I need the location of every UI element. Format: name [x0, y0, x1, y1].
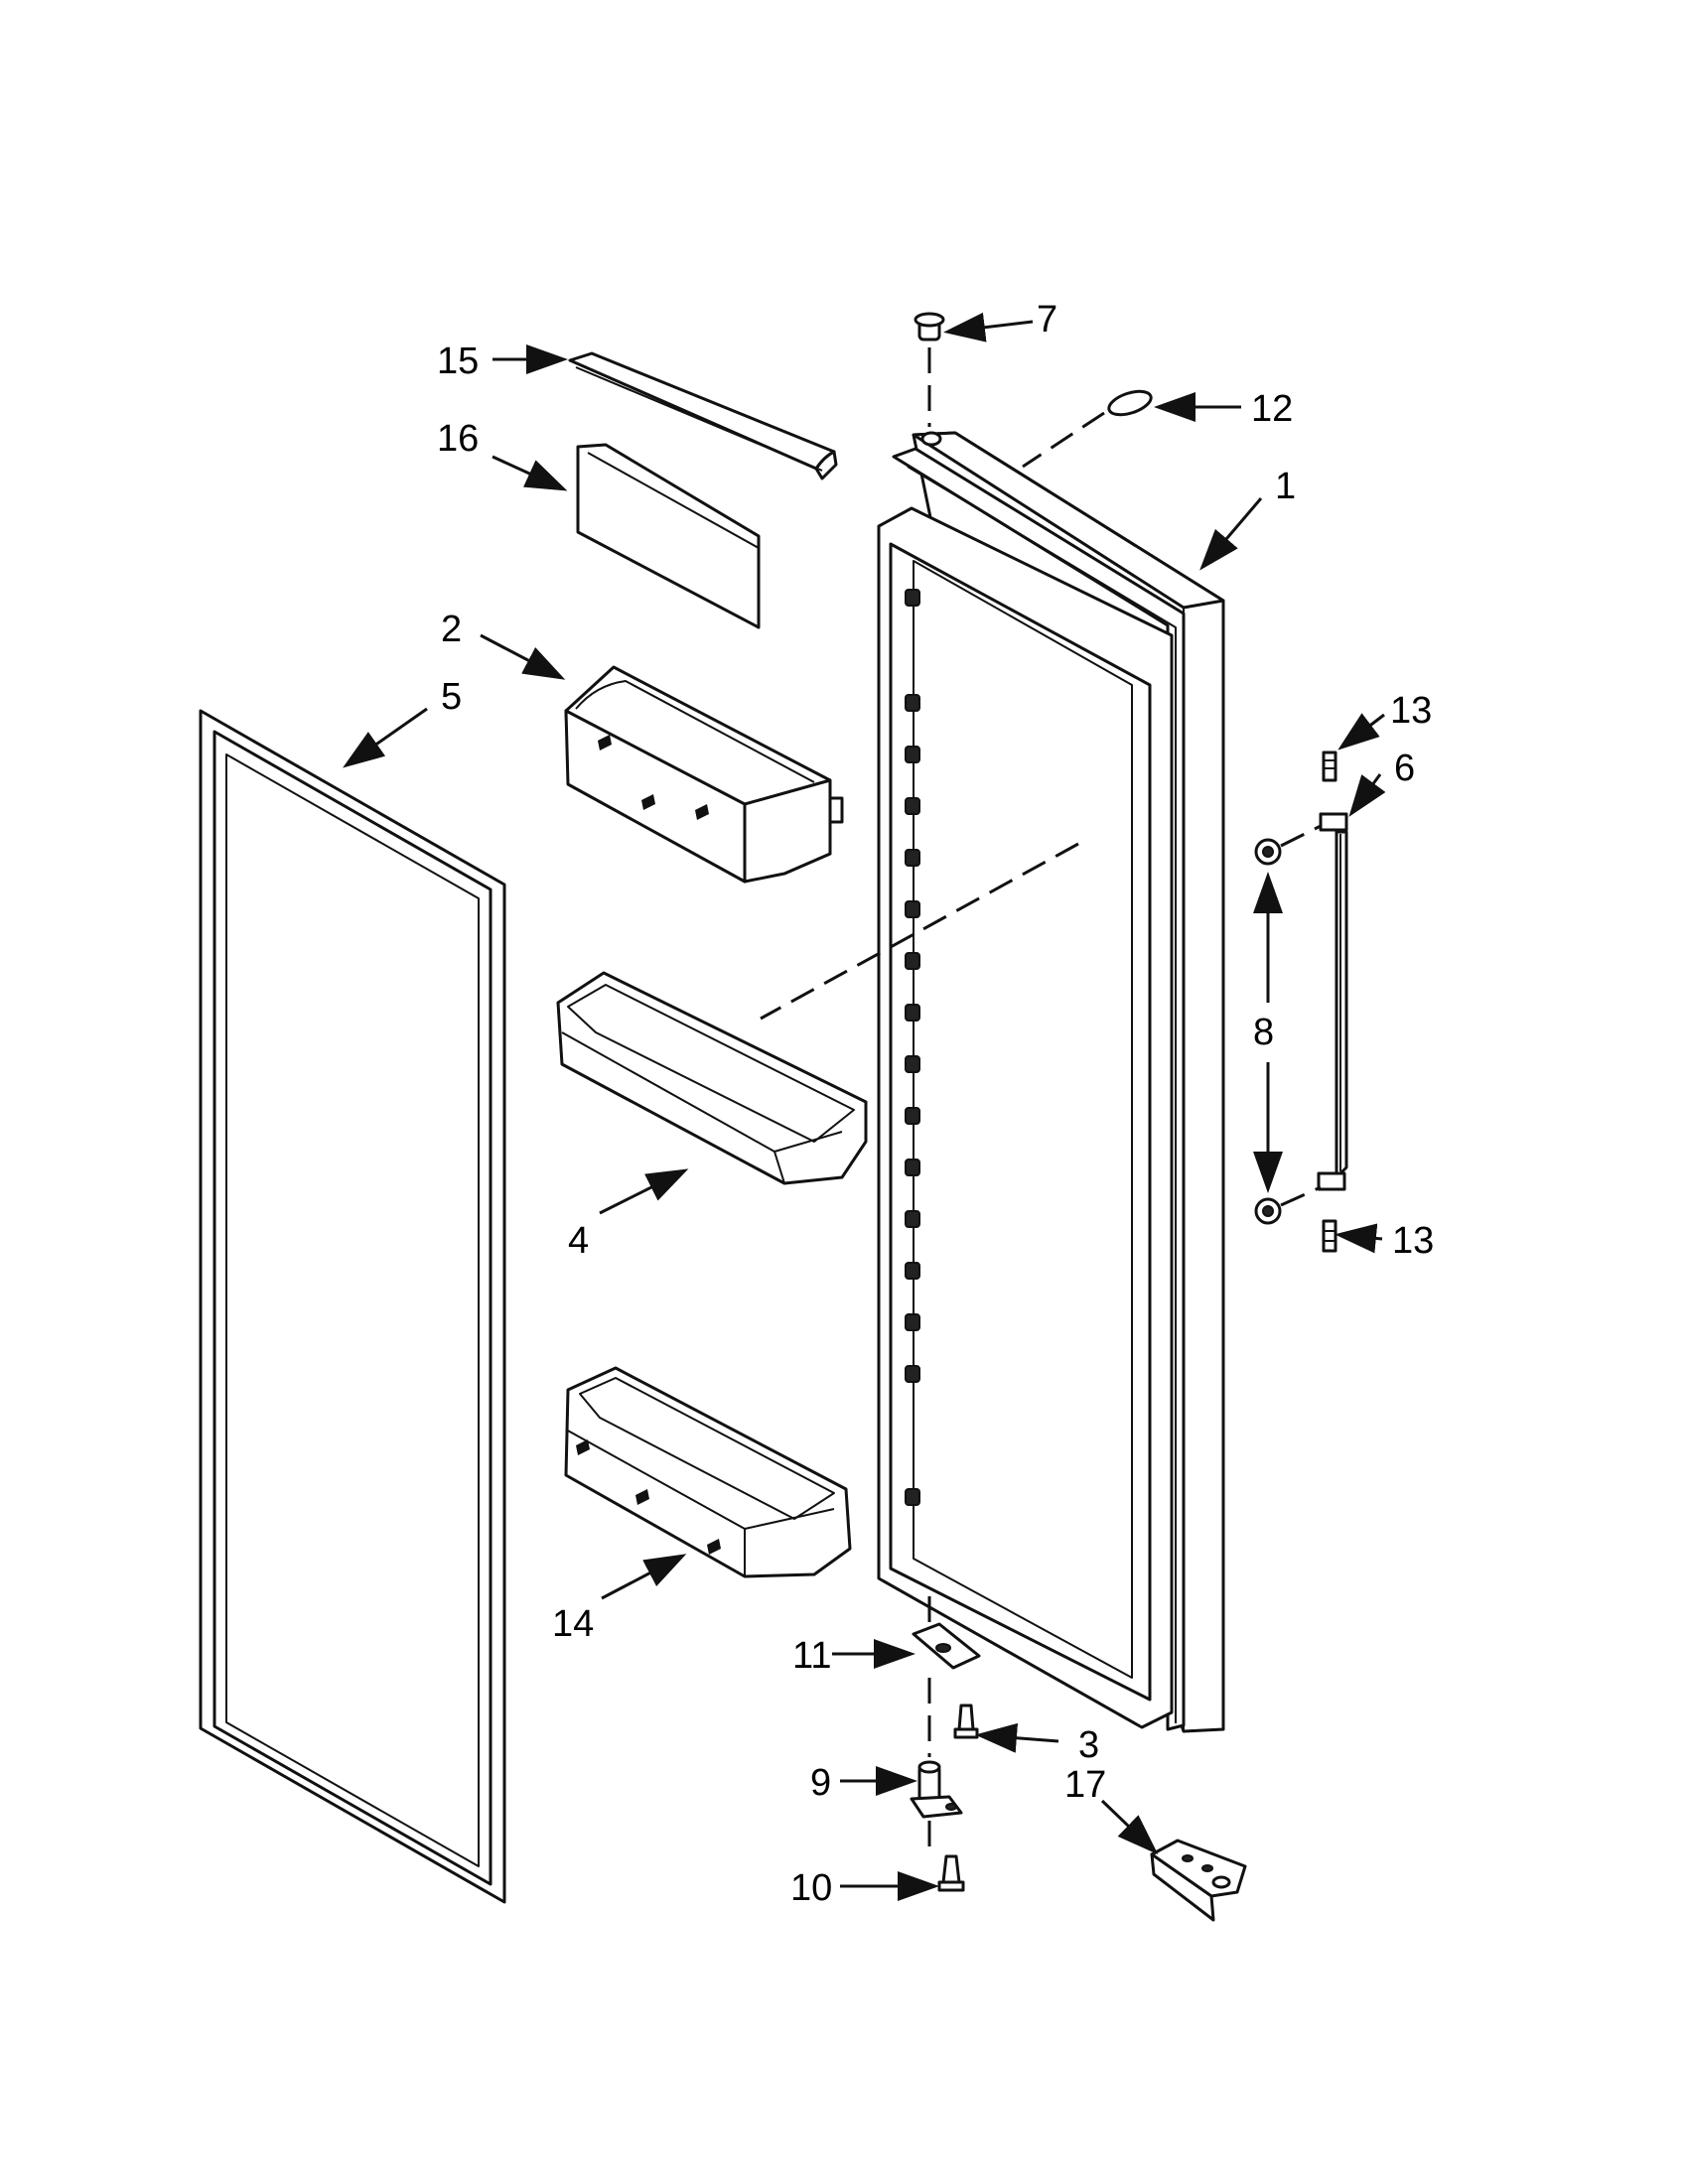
bottom-screw: [927, 1821, 965, 1892]
handle-screw-top: [1322, 751, 1337, 782]
callout-labels: 15 16 2 5 4 14 7 12 1 13 6 8 13 11 3 9 1…: [437, 299, 1434, 1909]
callout-4: 4: [568, 1220, 589, 1262]
callout-1: 1: [1275, 466, 1296, 507]
door-handle: [1317, 812, 1348, 1191]
handle-bumper-bottom: [1254, 1185, 1322, 1225]
refrigerator-door: [877, 431, 1225, 1733]
door-bin-bottom: [564, 1366, 852, 1578]
top-hinge-bushing: [914, 312, 945, 447]
callout-17: 17: [1064, 1764, 1106, 1806]
dairy-door: [568, 351, 838, 480]
callout-5: 5: [441, 676, 462, 718]
door-closer-bracket: [1150, 1839, 1247, 1922]
callout-13-bottom: 13: [1392, 1220, 1434, 1262]
bottom-hinge-pin: [910, 1760, 963, 1819]
callout-arrows: [343, 312, 1386, 1901]
handle-bumper-top: [1254, 824, 1322, 866]
o-ring: [1022, 389, 1153, 469]
callout-9: 9: [810, 1762, 831, 1804]
dairy-bin: [576, 443, 761, 629]
bin-mount-guide-line: [760, 842, 1079, 1021]
door-gasket: [199, 709, 506, 1904]
callout-16: 16: [437, 418, 479, 460]
hinge-screw: [953, 1704, 979, 1739]
callout-3: 3: [1078, 1724, 1099, 1766]
door-bin-middle: [556, 971, 868, 1185]
callout-11: 11: [792, 1635, 831, 1677]
callout-2: 2: [441, 609, 462, 650]
callout-15: 15: [437, 341, 479, 382]
callout-12: 12: [1251, 388, 1293, 430]
callout-6: 6: [1394, 748, 1415, 789]
hinge-spacer: [912, 1596, 981, 1757]
callout-7: 7: [1037, 299, 1057, 341]
callout-10: 10: [790, 1867, 832, 1909]
door-bin-top: [564, 665, 844, 884]
callout-14: 14: [552, 1603, 594, 1645]
callout-13-top: 13: [1390, 690, 1432, 732]
handle-screw-bottom: [1322, 1219, 1337, 1253]
callout-8: 8: [1253, 1012, 1274, 1053]
shelf-mounts: [905, 589, 920, 1506]
